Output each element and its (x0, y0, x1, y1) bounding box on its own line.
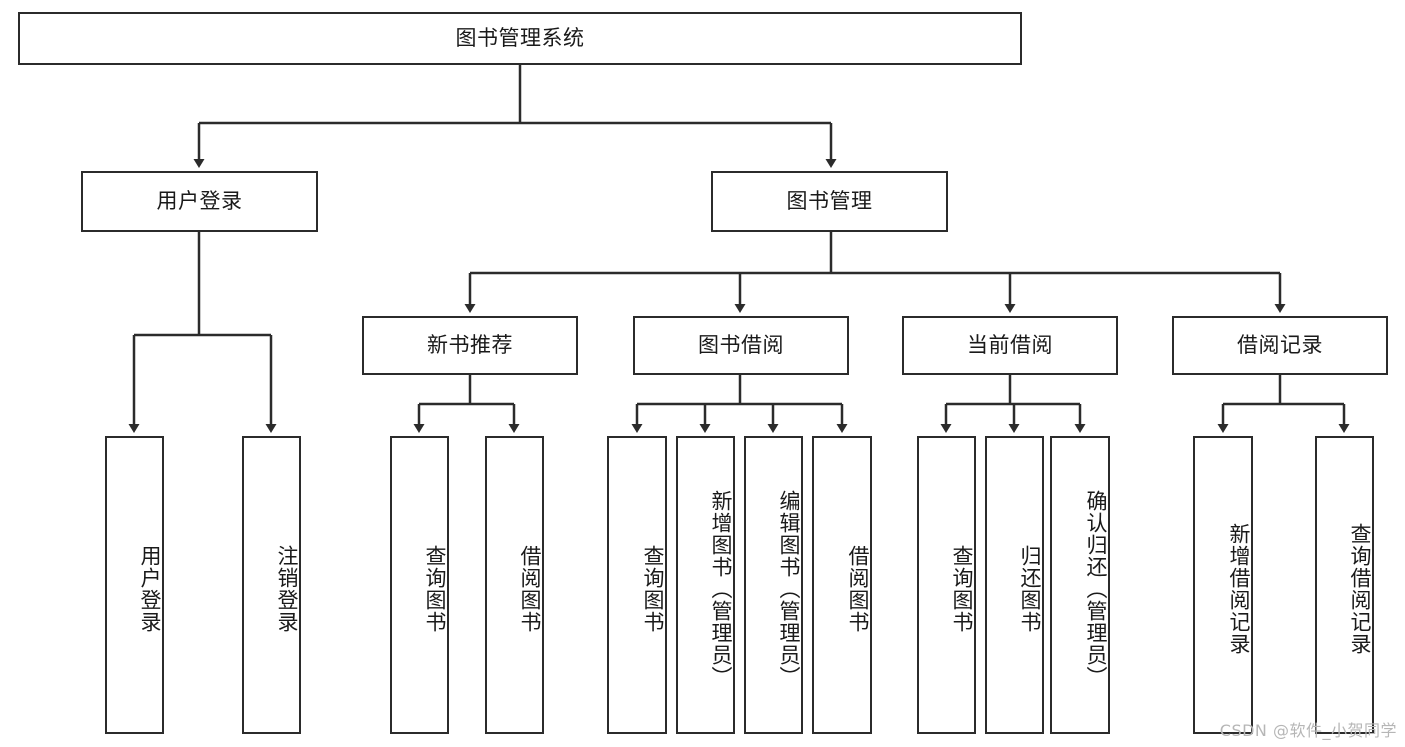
node-user-login[interactable]: 用户登录 (81, 171, 318, 232)
node-new-book-recommend[interactable]: 新书推荐 (362, 316, 578, 375)
node-label: 图书借阅 (698, 333, 784, 358)
node-label: 确认归还（管理员） (1084, 490, 1108, 688)
node-label: 借阅图书 (518, 545, 542, 633)
node-label: 借阅图书 (846, 545, 870, 633)
node-label: 新增借阅记录 (1227, 523, 1251, 655)
node-label: 查询借阅记录 (1348, 523, 1372, 655)
node-leaf-query-book-current[interactable]: 查询图书 (917, 436, 976, 734)
node-label: 新书推荐 (427, 333, 513, 358)
node-leaf-query-book-recommend[interactable]: 查询图书 (390, 436, 449, 734)
node-leaf-user-logout[interactable]: 注销登录 (242, 436, 301, 734)
node-label: 借阅记录 (1237, 333, 1323, 358)
node-label: 用户登录 (156, 189, 243, 214)
node-book-manage[interactable]: 图书管理 (711, 171, 948, 232)
node-label: 当前借阅 (967, 333, 1053, 358)
node-root-system[interactable]: 图书管理系统 (18, 12, 1022, 65)
node-leaf-borrow-book[interactable]: 借阅图书 (812, 436, 872, 734)
node-leaf-user-login[interactable]: 用户登录 (105, 436, 164, 734)
node-leaf-return-book[interactable]: 归还图书 (985, 436, 1044, 734)
node-leaf-query-borrow-record[interactable]: 查询借阅记录 (1315, 436, 1374, 734)
node-label: 查询图书 (950, 545, 974, 633)
node-label: 注销登录 (275, 545, 299, 633)
node-label: 查询图书 (641, 545, 665, 633)
node-leaf-query-book-borrow[interactable]: 查询图书 (607, 436, 667, 734)
node-label: 归还图书 (1018, 545, 1042, 633)
csdn-watermark: CSDN @软件_小贺同学 (1219, 721, 1397, 740)
node-label: 图书管理系统 (455, 26, 585, 51)
node-borrow-record[interactable]: 借阅记录 (1172, 316, 1388, 375)
node-current-borrow[interactable]: 当前借阅 (902, 316, 1118, 375)
node-label: 用户登录 (138, 545, 162, 633)
node-leaf-borrow-book-recommend[interactable]: 借阅图书 (485, 436, 544, 734)
node-label: 图书管理 (786, 189, 873, 214)
node-leaf-add-book[interactable]: 新增图书（管理员） (676, 436, 735, 734)
node-leaf-confirm-return[interactable]: 确认归还（管理员） (1050, 436, 1110, 734)
node-leaf-add-borrow-record[interactable]: 新增借阅记录 (1193, 436, 1253, 734)
node-label: 新增图书（管理员） (709, 490, 733, 688)
node-book-borrow[interactable]: 图书借阅 (633, 316, 849, 375)
node-label: 查询图书 (423, 545, 447, 633)
node-leaf-edit-book[interactable]: 编辑图书（管理员） (744, 436, 803, 734)
node-label: 编辑图书（管理员） (777, 490, 801, 688)
